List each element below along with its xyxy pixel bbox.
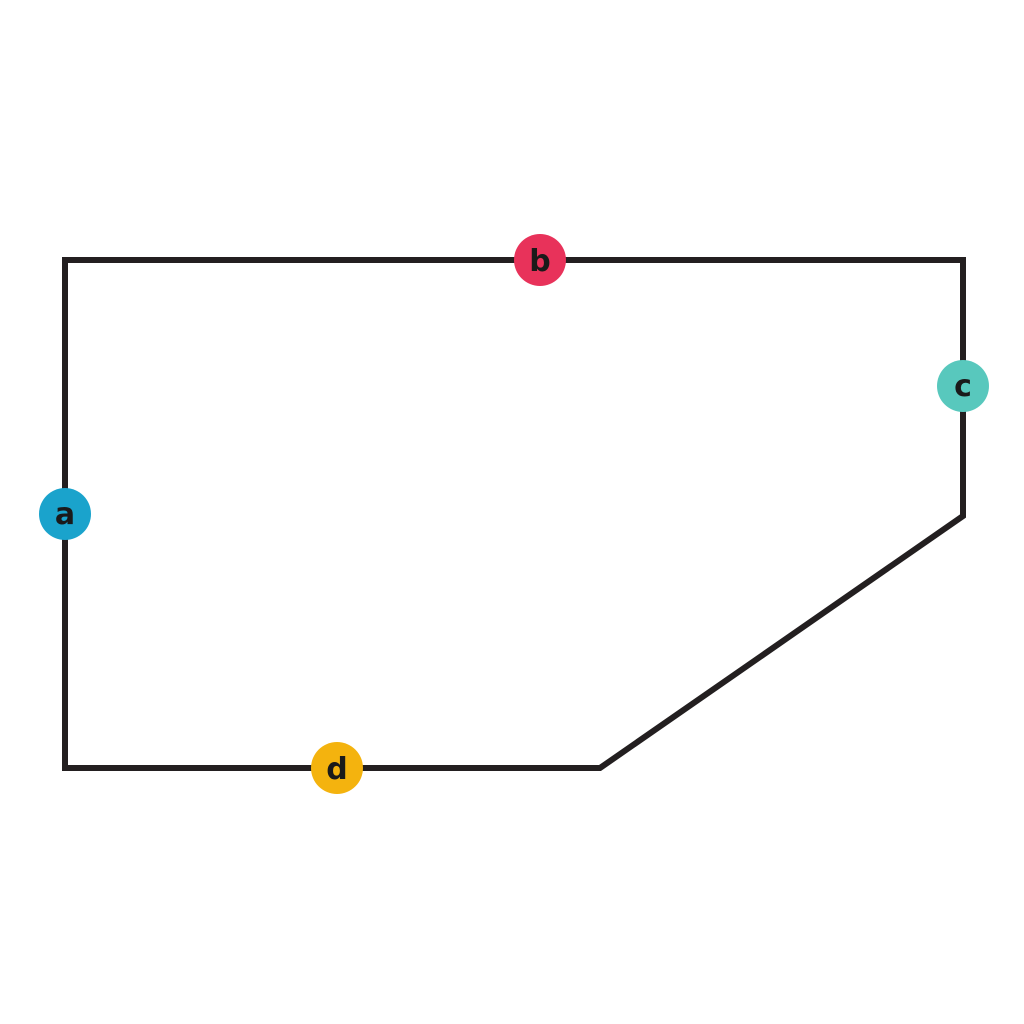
label-marker-b: b [514,234,566,286]
label-b-text: b [529,244,550,279]
shape-outline [62,257,966,771]
label-a-text: a [55,497,75,532]
label-marker-d-circle [311,742,363,794]
label-marker-a: a [39,488,91,540]
label-marker-c: c [937,360,989,412]
label-c-text: c [954,369,972,404]
label-marker-b-circle [514,234,566,286]
label-marker-d: d [311,742,363,794]
label-marker-c-circle [937,360,989,412]
label-marker-a-circle [39,488,91,540]
label-d-text: d [326,752,347,787]
